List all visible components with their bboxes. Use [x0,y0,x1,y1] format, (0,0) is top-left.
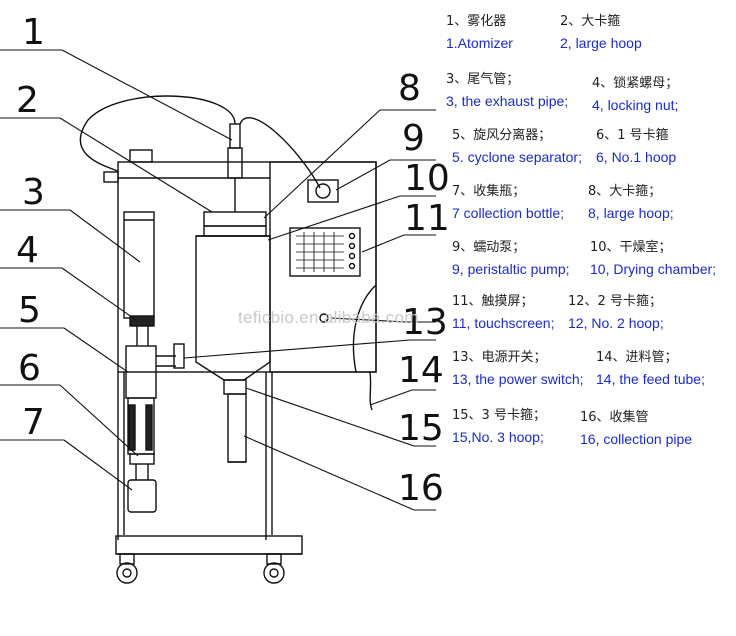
callout-14: 14 [398,350,444,391]
cyclone-lower-dark-right [145,404,153,451]
collection-bottle [127,479,157,513]
touchscreen-grid [296,232,344,272]
collection-pipe [227,393,247,463]
power-switch [319,313,329,323]
callout-1: 1 [22,12,45,53]
callout-13: 13 [402,302,448,343]
callout-9: 9 [402,118,425,159]
leader-lines [0,49,436,511]
main-cabinet [117,161,377,373]
legend-item-1: 1、雾化器 1.Atomizer [446,14,513,51]
wheel-right-hub [269,568,279,578]
exhaust-pipe [123,211,155,319]
touchscreen-buttons [348,232,356,270]
legend-item-4: 4、锁紧螺母； 4, locking nut; [592,76,679,113]
wheel-bracket-right [266,553,282,565]
large-hoop-top-2 [203,225,267,237]
panel-feed-tube-2 [369,371,373,411]
legend-item-9: 9、蠕动泵； 9, peristaltic pump; [452,240,570,277]
legend-item-3: 3、尾气管； 3, the exhaust pipe; [446,72,569,109]
locking-nut [129,315,155,327]
hoop-no3 [223,379,247,395]
legend-item-7: 7、收集瓶； 7 collection bottle; [452,184,565,221]
callout-11: 11 [404,198,450,239]
legend-item-10: 10、干燥室； 10, Drying chamber; [590,240,717,277]
base-plate [115,535,303,555]
legend-item-6: 6、1 号卡箍 6, No.1 hoop [596,128,677,165]
atomizer-top [229,123,241,149]
callout-15: 15 [398,408,444,449]
callout-16: 16 [398,468,444,509]
control-panel [269,161,377,373]
legend-item-8: 8、大卡箍； 8, large hoop; [588,184,674,221]
legend-item-14: 14、进料管； 14, the feed tube; [596,350,705,387]
legend-item-5: 5、旋风分离器； 5. cyclone separator; [452,128,582,165]
legend-item-11: 11、触摸屏； 11, touchscreen; [452,294,555,331]
top-cap [129,149,153,163]
legend-item-12: 12、2 号卡箍； 12, No. 2 hoop; [568,294,664,331]
peristaltic-pump [307,179,339,203]
large-hoop-top [203,211,267,227]
wheel-left [116,562,138,584]
touchscreen [289,227,361,277]
hoop-no1 [129,453,155,465]
callout-7: 7 [22,402,45,443]
cyclone-lower-dark-left [128,404,136,451]
legend-item-16: 16、收集管 16, collection pipe [580,410,693,447]
callout-10: 10 [404,158,450,199]
callout-3: 3 [22,172,45,213]
legend-item-13: 13、电源开关； 13, the power switch; [452,350,584,387]
feed-tube [79,95,236,173]
callout-5: 5 [18,290,41,331]
cyclone-hoop [173,343,185,369]
callout-4: 4 [16,230,39,271]
wheel-right [263,562,285,584]
panel-feed-tube [352,284,377,373]
watermark: teficbio.en.alibaba.com [238,308,419,327]
wheel-bracket-left [119,553,135,565]
pump-rotor [315,183,331,199]
callout-2: 2 [16,80,39,121]
callout-6: 6 [18,348,41,389]
callout-8: 8 [398,68,421,109]
feed-tube-2 [239,117,321,189]
legend-item-2: 2、大卡箍 2, large hoop [560,14,642,51]
atomizer-body [227,147,243,179]
wheel-left-hub [122,568,132,578]
legend-item-15: 15、3 号卡箍； 15,No. 3 hoop; [452,408,546,445]
side-stub [103,171,119,183]
